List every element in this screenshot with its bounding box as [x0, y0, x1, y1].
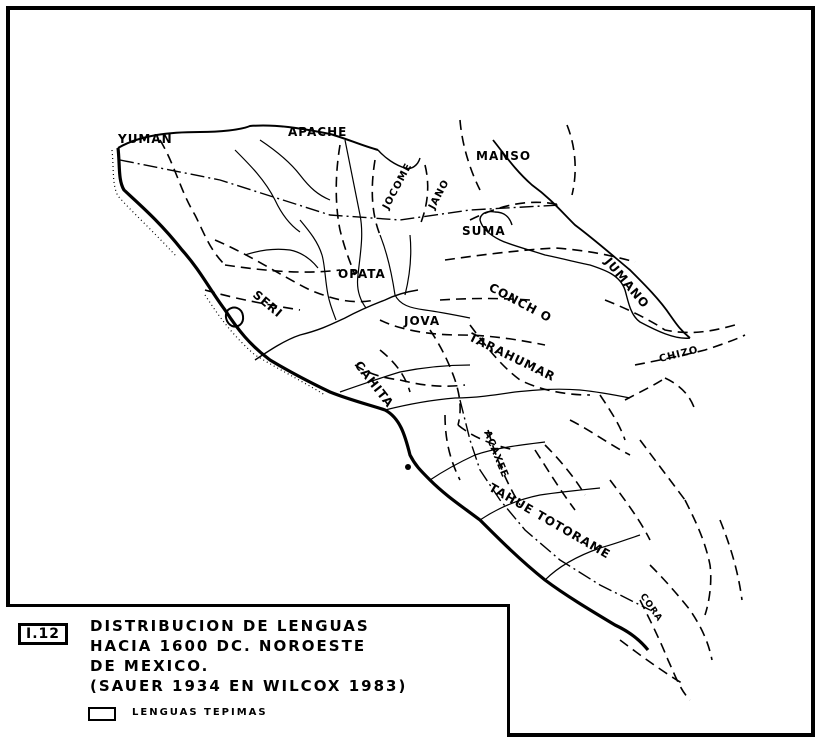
caption-line-3: DE MEXICO.: [90, 657, 210, 675]
legend-label-tepimas: LENGUAS TEPIMAS: [132, 707, 268, 718]
language-boundaries: [159, 119, 746, 701]
label-suma: SUMA: [462, 224, 506, 238]
label-manso: MANSO: [476, 149, 531, 163]
label-concho: CONCH O: [487, 280, 555, 325]
river-nazas: [544, 534, 641, 581]
river-moctezuma: [299, 219, 337, 321]
town-dot: [405, 464, 411, 470]
label-jano: JANO: [426, 178, 451, 213]
rio-conchos: [479, 210, 691, 339]
label-chizo: CHIZO: [658, 345, 700, 365]
label-tarahumara: TARAHUMAR: [467, 330, 558, 384]
river-papigochic: [404, 234, 412, 296]
label-opata: OPATA: [338, 267, 386, 281]
caption-line-4: (SAUER 1934 EN WILCOX 1983): [90, 677, 408, 695]
label-apache: APACHE: [288, 125, 347, 139]
state-border: [459, 399, 651, 611]
north-boundary: [117, 124, 379, 151]
caption-line-1: DISTRIBUCION DE LENGUAS: [90, 617, 370, 635]
label-cora: CORA: [638, 592, 665, 624]
river-aros: [379, 234, 471, 319]
label-seri: SERI: [250, 288, 285, 321]
river-jocome: [377, 149, 421, 170]
label-tahue-totorame: TAHUE TOTORAME: [487, 480, 614, 561]
shore-stipple: [111, 149, 177, 257]
tiburon-island: [224, 306, 245, 328]
label-acaxee: ACAXEE: [481, 429, 510, 480]
label-jova: JOVA: [403, 314, 440, 328]
label-jumano: JUMANO: [601, 254, 652, 311]
river-fuerte: [384, 388, 631, 411]
international-border: [119, 159, 561, 221]
river-bavispe: [344, 139, 367, 309]
rio-bravo: [492, 139, 691, 339]
frame-bottom-dash: [510, 733, 815, 736]
river-north-2: [259, 139, 331, 201]
figure-number: I.12: [18, 623, 68, 645]
label-jocome: JOCOME: [380, 161, 414, 212]
river-north-1: [234, 149, 301, 233]
label-yuman: YUMAN: [117, 132, 173, 146]
caption-line-2: HACIA 1600 DC. NOROESTE: [90, 637, 367, 655]
river-yaqui: [254, 289, 419, 361]
river-sonora: [244, 248, 319, 269]
legend-swatch-tepimas: [88, 707, 116, 721]
caption-box: I.12 DISTRIBUCION DE LENGUAS HACIA 1600 …: [6, 604, 510, 737]
